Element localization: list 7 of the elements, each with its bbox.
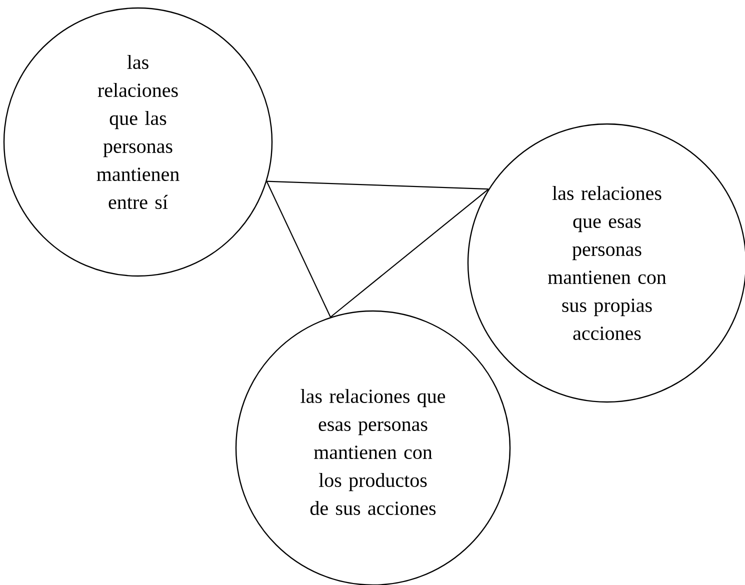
circle-text: las relaciones que esas personas mantienen con sus propias acciones xyxy=(548,186,666,340)
line xyxy=(266,180,489,190)
circle xyxy=(3,7,273,277)
line xyxy=(330,188,489,318)
circle-text: las relaciones que las personas mantienen entre sí xyxy=(96,54,180,210)
line xyxy=(266,181,331,318)
circle-text: las relaciones que esas personas mantienen con los productos de sus acciones xyxy=(300,388,446,516)
